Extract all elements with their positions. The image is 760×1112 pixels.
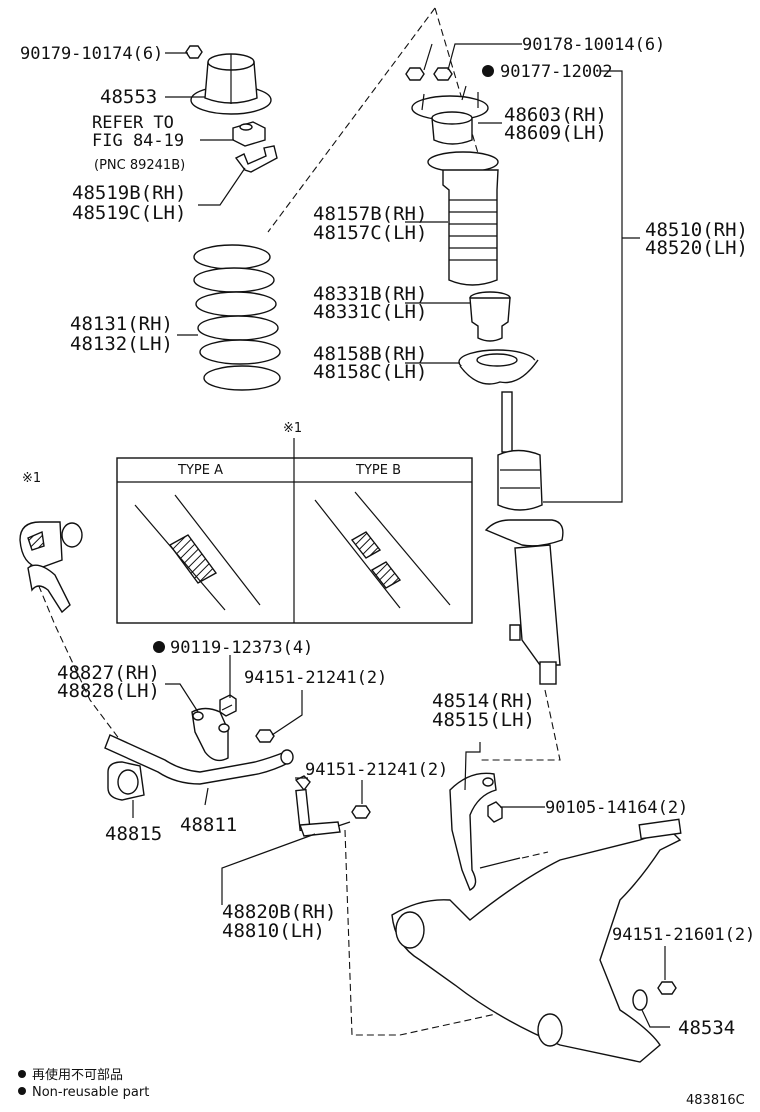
lower-arm-icon[interactable]: [391, 818, 682, 1063]
coil-spring-48131-icon[interactable]: [193, 244, 281, 391]
label-48131[interactable]: 48131(RH): [70, 313, 173, 335]
spring-seat-48158-icon[interactable]: [458, 349, 539, 385]
label-48514[interactable]: 48514(RH): [432, 690, 535, 712]
label-94151-a[interactable]: 94151-21241(2): [244, 668, 387, 688]
label-48553[interactable]: 48553: [100, 86, 157, 108]
bolt-90119-icon[interactable]: [219, 694, 237, 717]
label-refer-to: REFER TO: [92, 113, 174, 133]
label-90178[interactable]: 90178-10014(6): [522, 35, 665, 55]
label-90177[interactable]: 90177-12002: [500, 62, 613, 82]
label-48811[interactable]: 48811: [180, 814, 237, 836]
label-ref1-left: ※1: [22, 471, 41, 486]
label-ref1-top: ※1: [283, 421, 302, 436]
label-94151-c[interactable]: 94151-21601(2): [612, 925, 755, 945]
legend-japanese: 再使用不可部品: [32, 1067, 123, 1083]
label-refer-fig[interactable]: FIG 84-19: [92, 131, 184, 151]
label-48132[interactable]: 48132(LH): [70, 333, 173, 355]
label-type-b: TYPE B: [355, 463, 401, 478]
bracket-48514-icon[interactable]: [449, 772, 521, 891]
label-48609[interactable]: 48609(LH): [504, 122, 607, 144]
stabilizer-link-48820-icon[interactable]: [294, 775, 351, 837]
labels: 90179-10174(6) 48553 REFER TO FIG 84-19 …: [20, 35, 755, 1108]
nut-90178-icon[interactable]: [405, 67, 453, 81]
label-90105[interactable]: 90105-14164(2): [545, 798, 688, 818]
bolt-90105-icon[interactable]: [487, 801, 503, 823]
label-48331c[interactable]: 48331C(LH): [313, 301, 427, 323]
upper-mount-cap-48553-icon[interactable]: [190, 53, 272, 115]
label-48534[interactable]: 48534: [678, 1017, 735, 1039]
label-48158c[interactable]: 48158C(LH): [313, 361, 427, 383]
label-type-a: TYPE A: [177, 463, 223, 478]
dust-boot-48157-icon[interactable]: [427, 151, 499, 286]
label-48157c[interactable]: 48157C(LH): [313, 222, 427, 244]
label-48828[interactable]: 48828(LH): [57, 680, 160, 702]
figure-id: 483816C: [686, 1093, 745, 1108]
clip-48519-icon[interactable]: [234, 145, 278, 173]
label-48158b[interactable]: 48158B(RH): [313, 343, 427, 365]
stabilizer-bar-48811-icon[interactable]: [104, 734, 294, 785]
bracket-refer-icon[interactable]: [232, 121, 266, 147]
guide-lines: [25, 7, 561, 1036]
label-refer-pnc: (PNC 89241B): [94, 158, 185, 173]
label-48331b[interactable]: 48331B(RH): [313, 283, 427, 305]
bracket-48827-icon[interactable]: [191, 707, 230, 762]
non-reusable-markers: [18, 65, 494, 1095]
label-48827[interactable]: 48827(RH): [57, 662, 160, 684]
label-90179[interactable]: 90179-10174(6): [20, 44, 163, 64]
label-48815[interactable]: 48815: [105, 823, 162, 845]
stabilizer-bushing-detail-icon[interactable]: [19, 521, 83, 614]
bump-stop-48331-icon[interactable]: [469, 291, 511, 342]
nut-94151a-icon[interactable]: [255, 729, 275, 743]
label-90119[interactable]: 90119-12373(4): [170, 638, 313, 658]
label-94151-b[interactable]: 94151-21241(2): [305, 760, 448, 780]
strut-mount-48603-icon[interactable]: [411, 85, 489, 145]
label-48157b[interactable]: 48157B(RH): [313, 203, 427, 225]
leader-lines: [132, 43, 670, 1028]
nut-94151c-icon[interactable]: [657, 981, 677, 995]
label-48603[interactable]: 48603(RH): [504, 104, 607, 126]
nut-90179-icon[interactable]: [185, 45, 203, 59]
washer-48534-icon[interactable]: [632, 989, 648, 1011]
legend-english: Non-reusable part: [32, 1085, 149, 1100]
label-48519b[interactable]: 48519B(RH): [72, 182, 186, 204]
label-48820b[interactable]: 48820B(RH): [222, 901, 336, 923]
detail-box: [116, 438, 473, 624]
label-48810[interactable]: 48810(LH): [222, 920, 325, 942]
label-48510[interactable]: 48510(RH): [645, 219, 748, 241]
label-48515[interactable]: 48515(LH): [432, 709, 535, 731]
bushing-48815-icon[interactable]: [107, 761, 145, 801]
label-48519c[interactable]: 48519C(LH): [72, 202, 186, 224]
shock-absorber-48510-icon[interactable]: [484, 391, 564, 685]
label-48520[interactable]: 48520(LH): [645, 237, 748, 259]
nut-94151b-icon[interactable]: [351, 805, 371, 819]
